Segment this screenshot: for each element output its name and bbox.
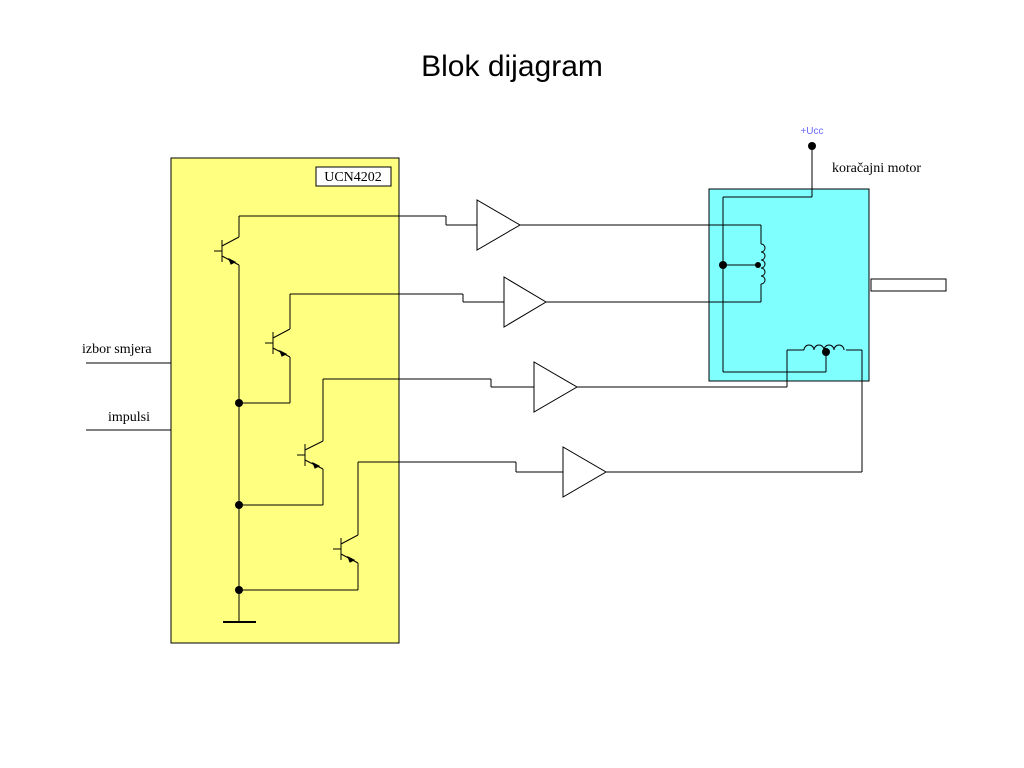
transistor-1 xyxy=(214,215,477,266)
buffer-1 xyxy=(476,199,521,251)
buffer-4 xyxy=(562,446,607,498)
chip-label: UCN4202 xyxy=(324,170,382,185)
transistor-2 xyxy=(239,293,504,404)
motor-wiring xyxy=(520,146,863,473)
slide-title: Blok dijagram xyxy=(421,50,603,83)
motor-junctions xyxy=(719,261,830,356)
buffers xyxy=(476,199,607,498)
motor-shaft xyxy=(870,278,947,292)
supply-label: +Ucc xyxy=(800,126,823,137)
motor-block xyxy=(708,188,870,382)
chip-block xyxy=(170,157,400,644)
direction-input-label: izbor smjera xyxy=(82,342,152,357)
coil-1 xyxy=(760,243,766,285)
emitter-bus xyxy=(223,265,256,623)
motor-label: koračajni motor xyxy=(832,161,921,176)
buffer-3 xyxy=(533,361,578,413)
buffer-2 xyxy=(503,276,547,328)
transistor-3 xyxy=(239,378,534,506)
chip-label-box xyxy=(315,166,392,187)
transistor-4 xyxy=(239,461,563,591)
pulses-input-label: impulsi xyxy=(108,410,150,425)
